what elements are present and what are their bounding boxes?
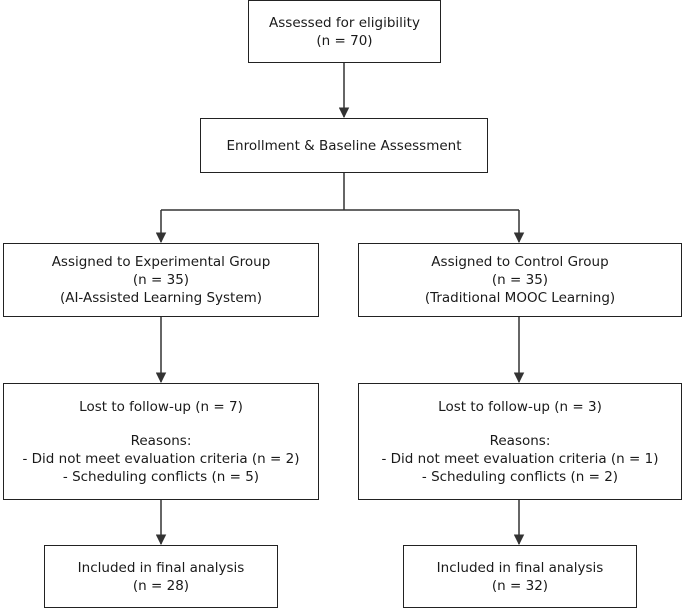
control-reason-1: - Did not meet evaluation criteria (n = … [381, 450, 659, 467]
control-analysis-box: Included in final analysis (n = 32) [403, 545, 637, 608]
experimental-reasons-label: Reasons: [130, 432, 192, 449]
eligibility-box: Assessed for eligibility (n = 70) [248, 0, 441, 63]
experimental-lost-box: Lost to follow-up (n = 7) Reasons: - Did… [3, 383, 319, 500]
experimental-analysis-count: (n = 28) [132, 577, 190, 594]
experimental-assigned-note: (AI-Assisted Learning System) [59, 290, 263, 306]
control-analysis-count: (n = 32) [491, 577, 549, 594]
enrollment-title: Enrollment & Baseline Assessment [226, 137, 462, 154]
experimental-assigned-title: Assigned to Experimental Group [51, 254, 271, 270]
control-assigned-count: (n = 35) [491, 272, 549, 288]
experimental-reason-1: - Did not meet evaluation criteria (n = … [22, 450, 300, 467]
control-reasons-label: Reasons: [489, 432, 551, 449]
enrollment-box: Enrollment & Baseline Assessment [200, 118, 488, 173]
control-assigned-title: Assigned to Control Group [431, 254, 609, 270]
experimental-assigned-count: (n = 35) [132, 272, 190, 288]
experimental-analysis-title: Included in final analysis [77, 559, 245, 576]
control-lost-box: Lost to follow-up (n = 3) Reasons: - Did… [358, 383, 682, 500]
control-analysis-title: Included in final analysis [436, 559, 604, 576]
eligibility-count: (n = 70) [316, 32, 373, 49]
control-assigned-note: (Traditional MOOC Learning) [424, 290, 616, 306]
control-lost-title: Lost to follow-up (n = 3) [438, 398, 602, 415]
experimental-assigned-box: Assigned to Experimental Group (n = 35) … [3, 243, 319, 317]
experimental-analysis-box: Included in final analysis (n = 28) [44, 545, 278, 608]
eligibility-title: Assessed for eligibility [269, 14, 420, 31]
experimental-reason-2: - Scheduling conflicts (n = 5) [62, 468, 260, 485]
control-reason-2: - Scheduling conflicts (n = 2) [421, 468, 619, 485]
control-assigned-box: Assigned to Control Group (n = 35) (Trad… [358, 243, 682, 317]
experimental-lost-title: Lost to follow-up (n = 7) [79, 398, 243, 415]
